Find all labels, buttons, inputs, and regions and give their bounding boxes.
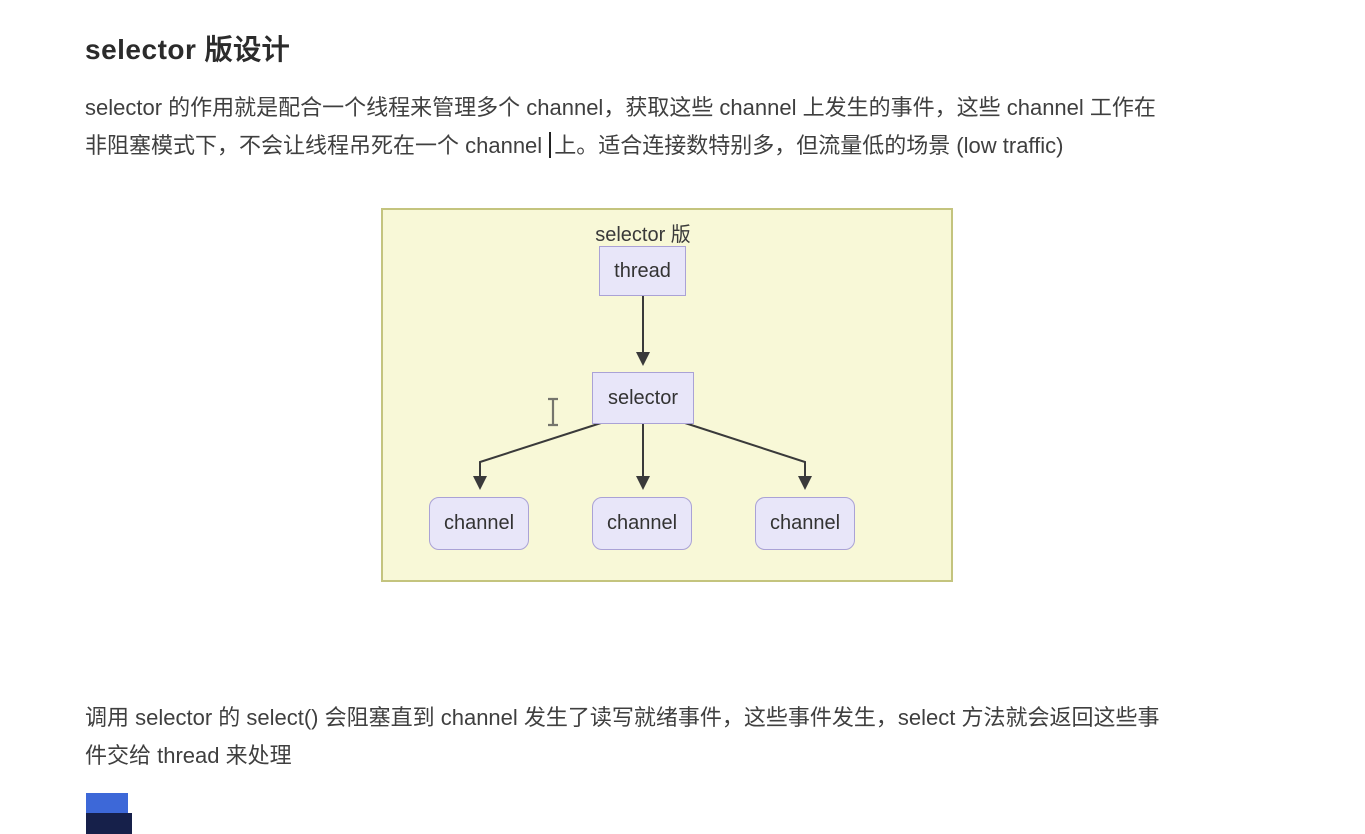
bottom-left-blue-bar: [86, 793, 128, 813]
selector-diagram: selector 版 thread selector channel chann…: [381, 208, 953, 582]
outro-line-2: 件交给 thread 来处理: [85, 743, 292, 768]
text-caret: [549, 132, 552, 158]
node-channel-middle-label: channel: [606, 512, 678, 534]
outro-paragraph[interactable]: 调用 selector 的 select() 会阻塞直到 channel 发生了…: [85, 699, 1315, 775]
node-channel-middle: channel: [592, 497, 692, 550]
bottom-left-dark-bar: [86, 813, 132, 834]
intro-line-2-after-caret: 上。适合连接数特别多，但流量低的场景 (low traffic): [554, 133, 1064, 158]
node-channel-right-label: channel: [769, 512, 841, 534]
edge-selector-channel-right: [684, 422, 812, 490]
intro-line-2-before-caret: 非阻塞模式下，不会让线程吊死在一个 channel: [85, 133, 543, 158]
node-thread-label: thread: [614, 259, 671, 282]
intro-paragraph[interactable]: selector 的作用就是配合一个线程来管理多个 channel，获取这些 c…: [85, 89, 1315, 165]
node-thread: thread: [599, 246, 686, 296]
page-title: selector 版设计: [85, 34, 291, 65]
node-selector-label: selector: [607, 386, 679, 409]
diagram-title: selector 版: [595, 224, 691, 246]
node-selector: selector: [592, 372, 694, 424]
intro-line-2: 非阻塞模式下，不会让线程吊死在一个 channel 上。适合连接数特别多，但流量低…: [85, 127, 1315, 165]
intro-line-1: selector 的作用就是配合一个线程来管理多个 channel，获取这些 c…: [85, 95, 1156, 120]
ibeam-cursor-icon: [548, 397, 558, 427]
node-channel-left-label: channel: [443, 512, 515, 534]
node-channel-left: channel: [429, 497, 529, 550]
outro-line-1: 调用 selector 的 select() 会阻塞直到 channel 发生了…: [85, 705, 1160, 730]
edge-selector-channel-left: [473, 422, 602, 490]
node-channel-right: channel: [755, 497, 855, 550]
